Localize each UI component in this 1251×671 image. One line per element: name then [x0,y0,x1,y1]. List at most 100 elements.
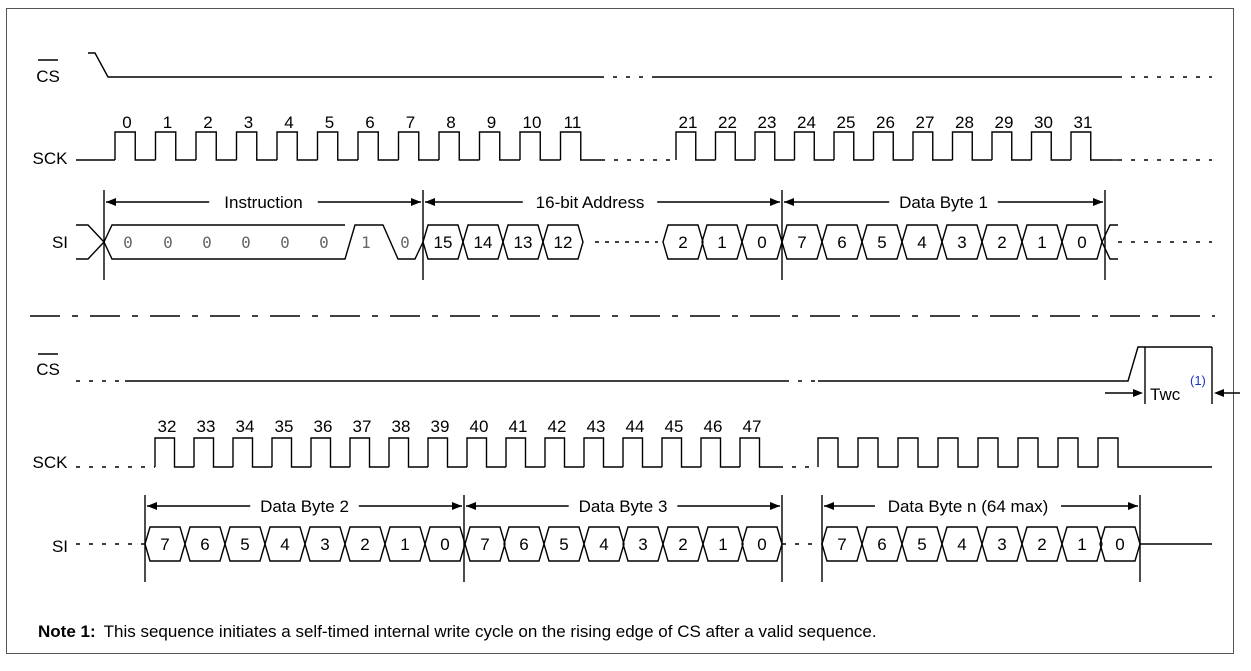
sck-number: 36 [314,417,333,436]
data-byte-2-bit: 0 [440,535,449,554]
si-label-1: SI [52,233,68,252]
data-byte-3-bit: 1 [718,535,727,554]
sck-number: 30 [1034,113,1053,132]
sck-number: 38 [392,417,411,436]
sck-number: 37 [353,417,372,436]
sck-number: 4 [284,113,293,132]
sck-number: 10 [523,113,542,132]
sck-number: 34 [236,417,255,436]
data-byte-2-range-label: Data Byte 2 [260,497,349,516]
data-byte-3-cell [583,526,625,562]
sck-number: 7 [406,113,415,132]
sck-number: 46 [704,417,723,436]
address-high-cell [542,224,584,260]
instruction-bit: 0 [241,233,251,252]
si-lead-1 [76,224,105,260]
data-byte-1-range-arrowhead-right [1093,198,1103,206]
sck-number: 32 [158,417,177,436]
data-byte-3-bit: 0 [757,535,766,554]
address-range-arrowhead-left [425,198,435,206]
data-byte-2-bit: 4 [280,535,289,554]
data-byte-3-bit: 4 [599,535,608,554]
address-high-bit: 15 [434,233,453,252]
sck-number: 8 [446,113,455,132]
data-byte-2-bit: 2 [360,535,369,554]
data-byte-1-range-arrowhead-left [784,198,794,206]
data-byte-1-bit: 2 [997,233,1006,252]
data-byte-1-range-label: Data Byte 1 [899,193,988,212]
sck-number: 1 [163,113,172,132]
sck-number: 40 [470,417,489,436]
cs-waveform-2b [818,346,1212,382]
footnote: Note 1:This sequence initiates a self-ti… [38,622,877,642]
data-byte-1-bit: 6 [837,233,846,252]
data-byte-3-range-arrowhead-left [466,502,476,510]
data-byte-2-bit: 5 [240,535,249,554]
data-byte-2-bit: 7 [160,535,169,554]
sck-pulses-d [817,437,1138,468]
sck-number: 33 [197,417,216,436]
cs-label-1: CS [36,67,60,86]
data-byte-n-cell [1061,526,1103,562]
twc-label: Twc [1150,385,1181,404]
twc-arrowhead-left [1133,389,1143,397]
data-byte-n-range-label: Data Byte n (64 max) [888,497,1049,516]
data-byte-2-range-arrowhead-left [147,502,157,510]
twc-superscript: (1) [1190,373,1206,388]
sck-number: 6 [365,113,374,132]
data-byte-2-range-arrowhead-right [452,502,462,510]
data-byte-3-bit: 6 [519,535,528,554]
instruction-bit: 0 [163,233,173,252]
sck-number: 2 [203,113,212,132]
address-low-cell [662,224,704,260]
sck-number: 21 [679,113,698,132]
data-byte-n-bit: 6 [877,535,886,554]
data-byte-2-bit: 3 [320,535,329,554]
sck-number: 41 [509,417,528,436]
data-byte-2-bit: 6 [200,535,209,554]
data-byte-1-bit: 0 [1077,233,1086,252]
sck-number: 43 [587,417,606,436]
sck-number: 45 [665,417,684,436]
si-tail-bottom-1 [1101,241,1118,260]
data-byte-n-bit: 5 [917,535,926,554]
sck-number: 23 [758,113,777,132]
data-byte-3-bit: 5 [559,535,568,554]
sck-number: 11 [564,113,582,132]
si-label-2: SI [52,537,68,556]
instruction-bit: 0 [280,233,290,252]
sck-number: 28 [955,113,974,132]
instruction-range-label: Instruction [224,193,302,212]
data-byte-n-range-arrowhead-left [824,502,834,510]
data-byte-n-range-arrowhead-right [1128,502,1138,510]
data-byte-3-cell [464,526,506,562]
sck-number: 9 [487,113,496,132]
address-low-bit: 2 [678,233,687,252]
data-byte-3-bit: 3 [638,535,647,554]
instruction-envelope-top [103,224,345,243]
note-label: Note 1: [38,622,96,641]
address-high-bit: 13 [514,233,533,252]
data-byte-n-bit: 1 [1077,535,1086,554]
sck-number: 39 [431,417,450,436]
si-tail-top-1 [1101,224,1118,243]
sck-pulses-a [114,131,601,161]
sck-number: 25 [837,113,856,132]
data-byte-3-range-arrowhead-right [770,502,780,510]
sck-pulses-c [154,437,779,468]
instruction-envelope-bottom [103,224,424,260]
address-high-bit: 12 [554,233,573,252]
sck-number: 31 [1074,113,1093,132]
sck-number: 3 [244,113,253,132]
data-byte-3-bit: 7 [480,535,489,554]
instruction-bit: 0 [202,233,212,252]
data-byte-1-bit: 4 [917,233,926,252]
data-byte-1-bit: 3 [957,233,966,252]
address-range-label: 16-bit Address [536,193,645,212]
instruction-bit: 0 [319,233,329,252]
sck-number: 26 [876,113,895,132]
data-byte-1-bit: 5 [877,233,886,252]
sck-number: 44 [626,417,645,436]
sck-number: 22 [718,113,737,132]
